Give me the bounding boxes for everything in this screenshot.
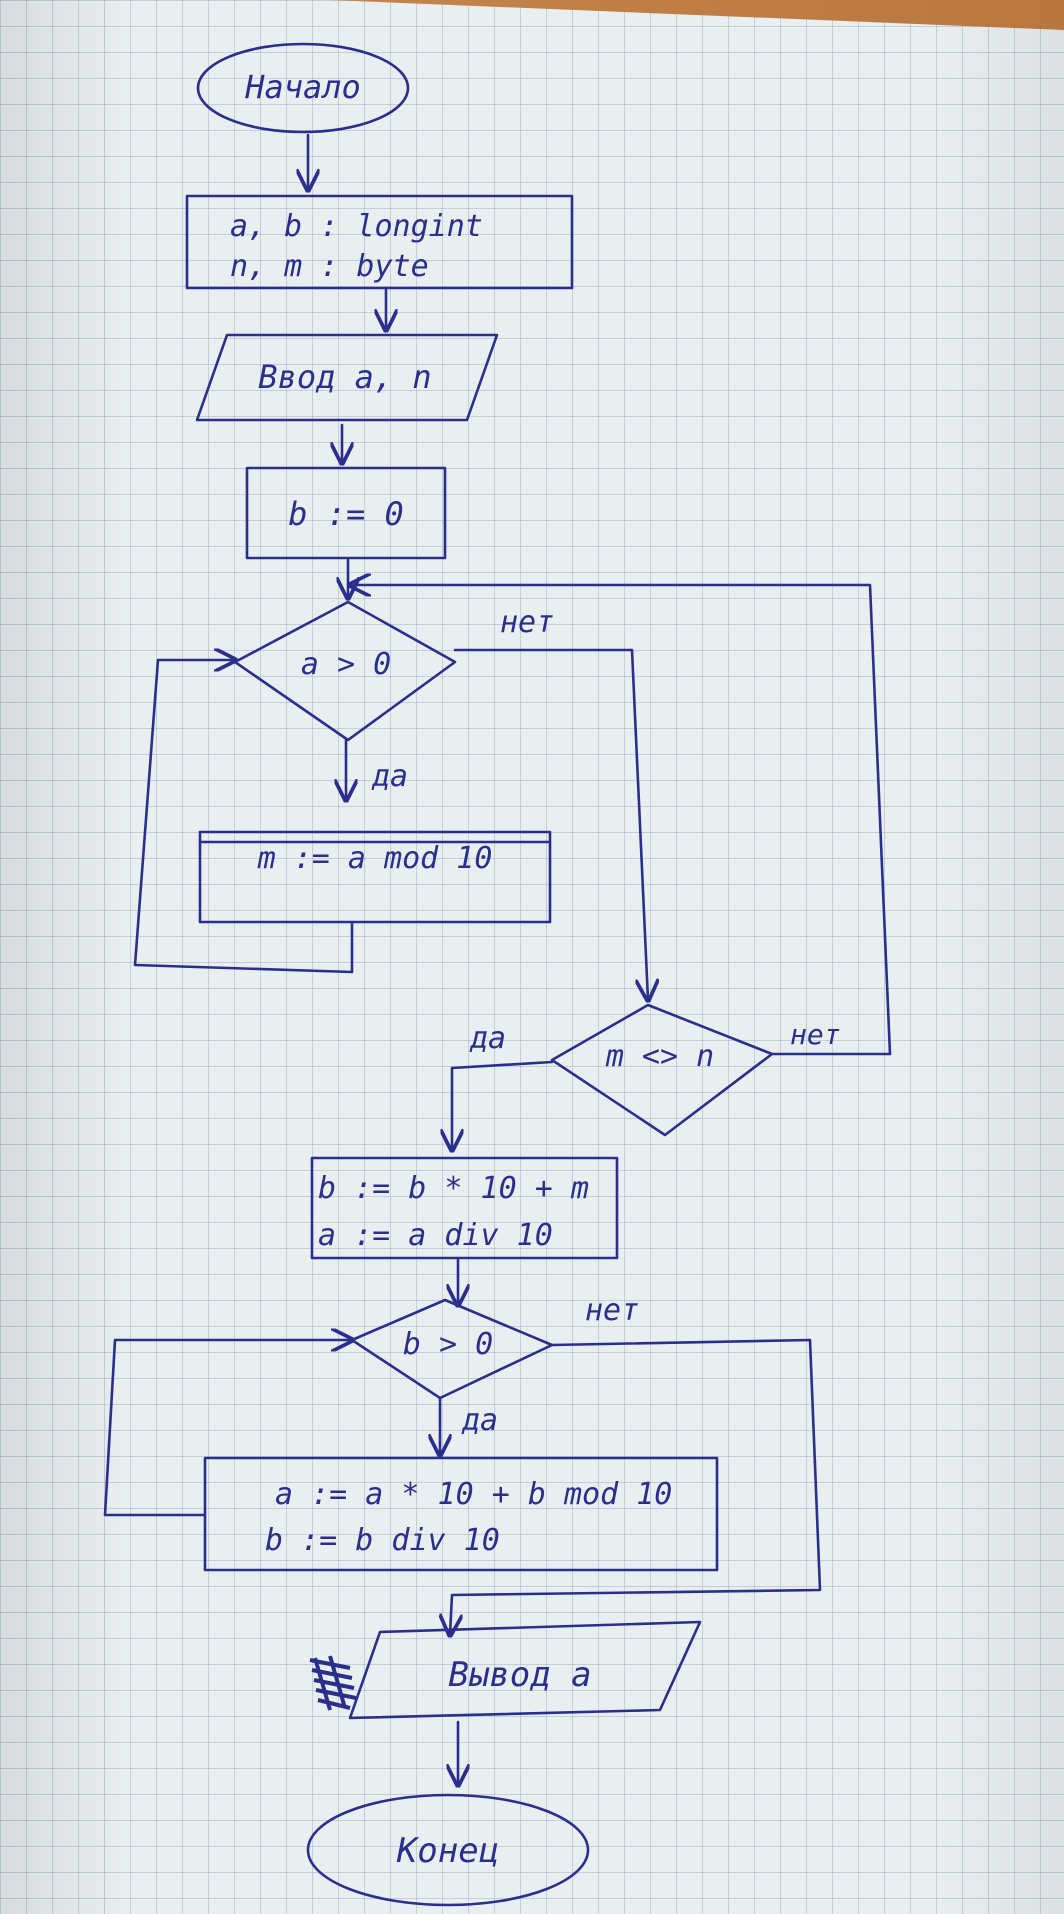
step2-box	[310, 1156, 619, 1260]
cond2-diamond	[550, 1003, 774, 1137]
cond2-yes-label: да	[469, 1021, 506, 1056]
loop-back-inner	[133, 660, 354, 974]
cond1-no-label: нет	[500, 605, 554, 640]
start-label: Начало	[244, 68, 361, 106]
init-box	[245, 466, 447, 560]
input-block	[195, 333, 499, 422]
output-label: Вывод a	[448, 1655, 591, 1695]
cond1-yes-label: да	[371, 759, 408, 794]
cond1-diamond	[233, 600, 457, 742]
end-terminator	[306, 1793, 590, 1907]
init-label: b := 0	[288, 495, 404, 533]
loop-back-cond3	[103, 1340, 352, 1517]
declare-line2: n, m : byte	[230, 249, 429, 284]
cond1-no-line	[453, 648, 648, 1000]
step1-box	[198, 830, 552, 924]
input-label: Ввод a, n	[258, 358, 431, 396]
cond2-yes-line	[452, 1060, 554, 1150]
step1-label: m := a mod 10	[257, 841, 493, 876]
cond3-no-label: нет	[585, 1293, 639, 1328]
step2-line1: b := b * 10 + m	[318, 1171, 589, 1206]
end-label: Конец	[396, 1831, 499, 1871]
declare-line1: a, b : longint	[230, 209, 483, 244]
cond2-no-label: нет	[790, 1018, 841, 1051]
step2-line2: a := a div 10	[318, 1218, 553, 1253]
cond2-label: m <> n	[605, 1039, 714, 1074]
declare-box	[185, 194, 574, 290]
cond3-label: b > 0	[403, 1327, 493, 1362]
step3-line1: a := a * 10 + b mod 10	[275, 1477, 672, 1512]
scribble-mark	[309, 1655, 357, 1711]
loop-back-outer	[350, 585, 892, 1056]
cond3-yes-label: да	[461, 1403, 498, 1438]
cond3-no-line	[450, 1338, 822, 1635]
output-block	[348, 1620, 702, 1720]
step3-line2: b := b div 10	[265, 1523, 500, 1558]
cond1-label: a > 0	[301, 647, 391, 682]
start-terminator	[196, 42, 410, 134]
